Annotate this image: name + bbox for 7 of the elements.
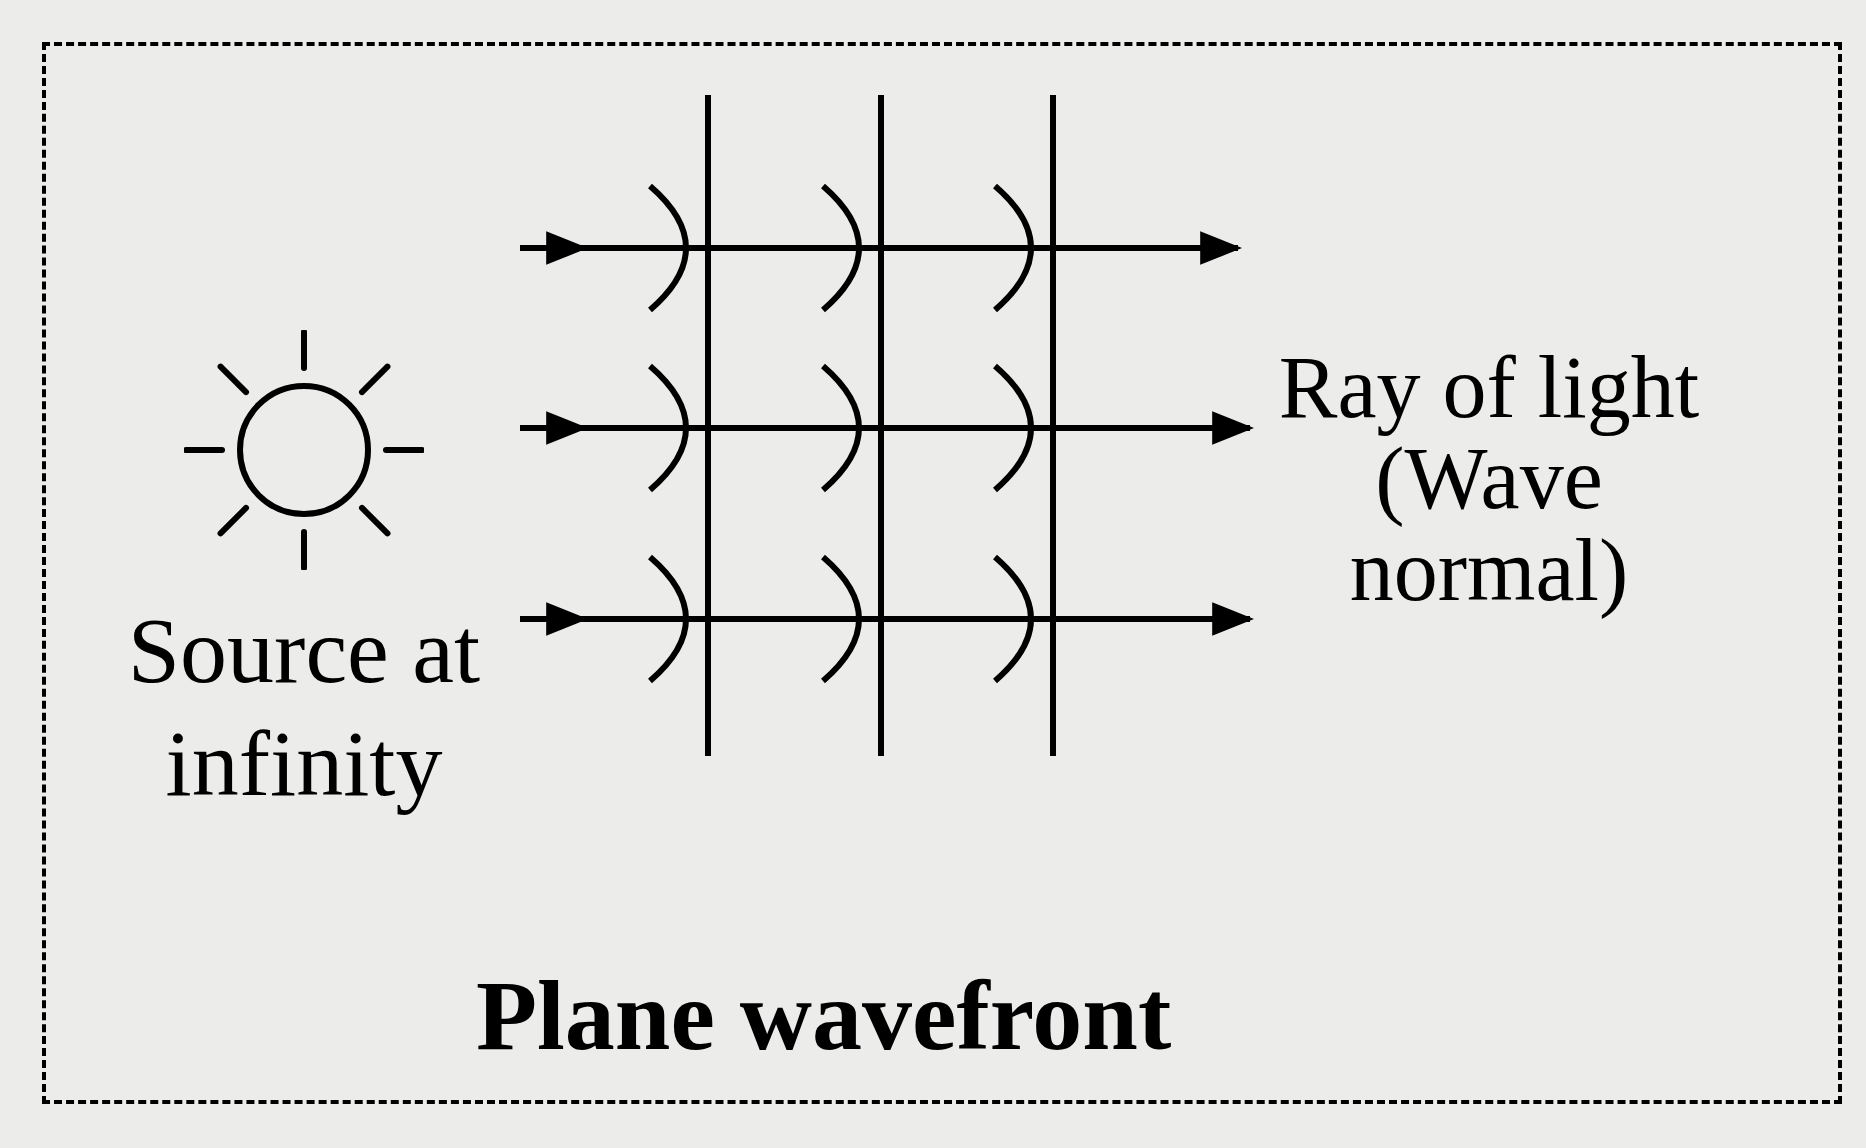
node-label: Ray of light (Wave normal) [1277, 341, 1701, 617]
light-ray-arrow [520, 411, 1254, 445]
node-label: Source at infinity [126, 597, 482, 818]
light-ray-arrow [520, 602, 1254, 636]
dashed-frame [42, 42, 1842, 1104]
light-ray-arrow [520, 231, 1242, 265]
frame-heading: Plane wavefront [476, 966, 1172, 1066]
